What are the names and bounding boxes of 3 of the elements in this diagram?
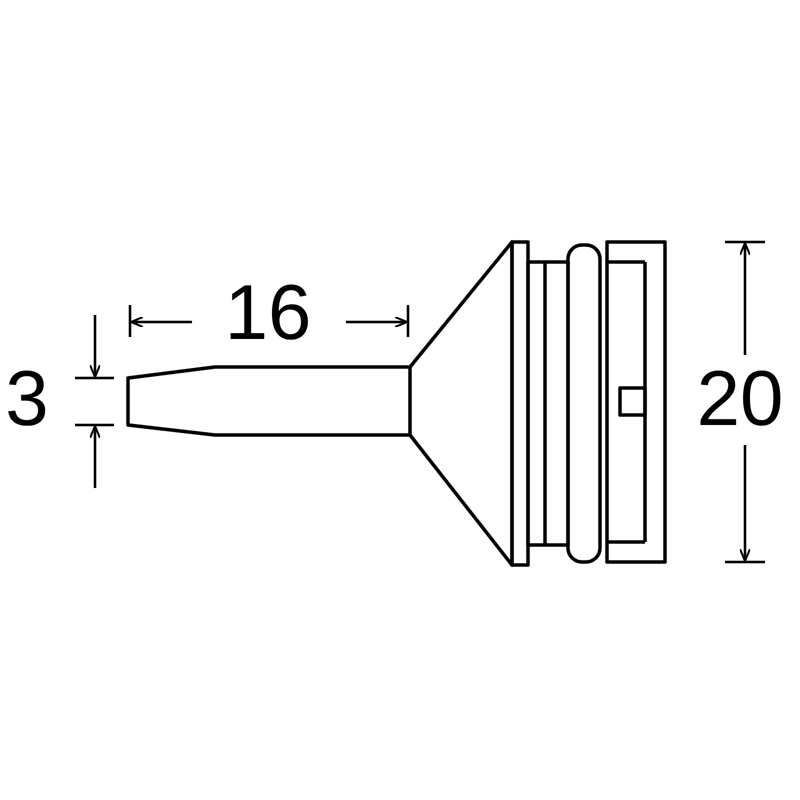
dimension-label: 20 — [696, 359, 784, 437]
dimension-label: 3 — [5, 359, 49, 437]
dimension-label: 16 — [224, 273, 312, 351]
